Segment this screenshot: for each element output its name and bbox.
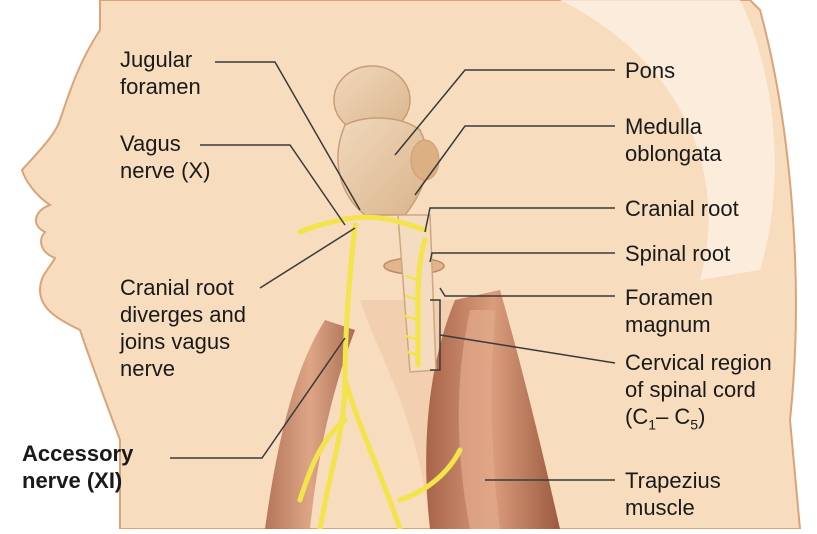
label-cranial-root: Cranial root <box>625 195 739 222</box>
label-spinal-root: Spinal root <box>625 240 730 267</box>
label-cranial-root-diverges: Cranial root diverges and joins vagus ne… <box>120 274 246 382</box>
label-vagus-nerve: Vagus nerve (X) <box>120 130 210 184</box>
label-cervical-region: Cervical region of spinal cord (C1– C5) <box>625 349 772 438</box>
label-accessory-nerve: Accessory nerve (XI) <box>22 440 133 494</box>
olive-shape <box>411 140 439 180</box>
label-foramen-magnum: Foramen magnum <box>625 284 713 338</box>
label-pons: Pons <box>625 57 675 84</box>
label-medulla-oblongata: Medulla oblongata <box>625 113 722 167</box>
label-trapezius-muscle: Trapezius muscle <box>625 467 721 521</box>
label-cervical-range: (C1– C5) <box>625 403 772 438</box>
label-jugular-foramen: Jugular foramen <box>120 46 201 100</box>
